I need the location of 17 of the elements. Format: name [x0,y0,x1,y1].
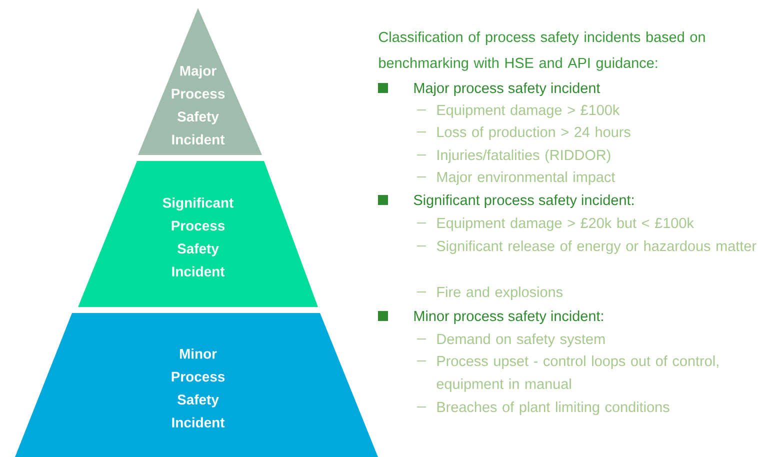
list-item: Significant release of energy or hazardous matter [436,240,756,254]
heading: Classification of process safety incidents based on benchmarking with HSE and API guidance: [378,32,705,71]
list-item: Process upset - control loops out of control, equipment in manual [436,356,718,392]
list-item: Fire and explosions [437,286,563,300]
pyramid-band: Significant Process Safety Incident [78,161,318,307]
pyramid-band: Minor Process Safety Incident [15,313,378,457]
list-item: Breaches of plant limiting conditions [437,402,670,415]
list-item: Equipment damage > £100k [437,104,620,118]
list-item: Demand on safety system [437,334,605,347]
list-item: Injuries/fatalities (RIDDOR) [438,150,610,163]
list-item: Loss of production > 24 hours [437,126,630,140]
list-heading: Major process safety incident [414,82,600,96]
list-heading: Minor process safety incident: [414,310,603,324]
list-heading: Significant process safety incident: [414,194,634,208]
list-item: Major environmental impact [437,172,616,185]
list-item: Equipment damage > £20k but < £100k [437,218,694,231]
pyramid-band: Major Process Safety Incident [138,8,262,155]
